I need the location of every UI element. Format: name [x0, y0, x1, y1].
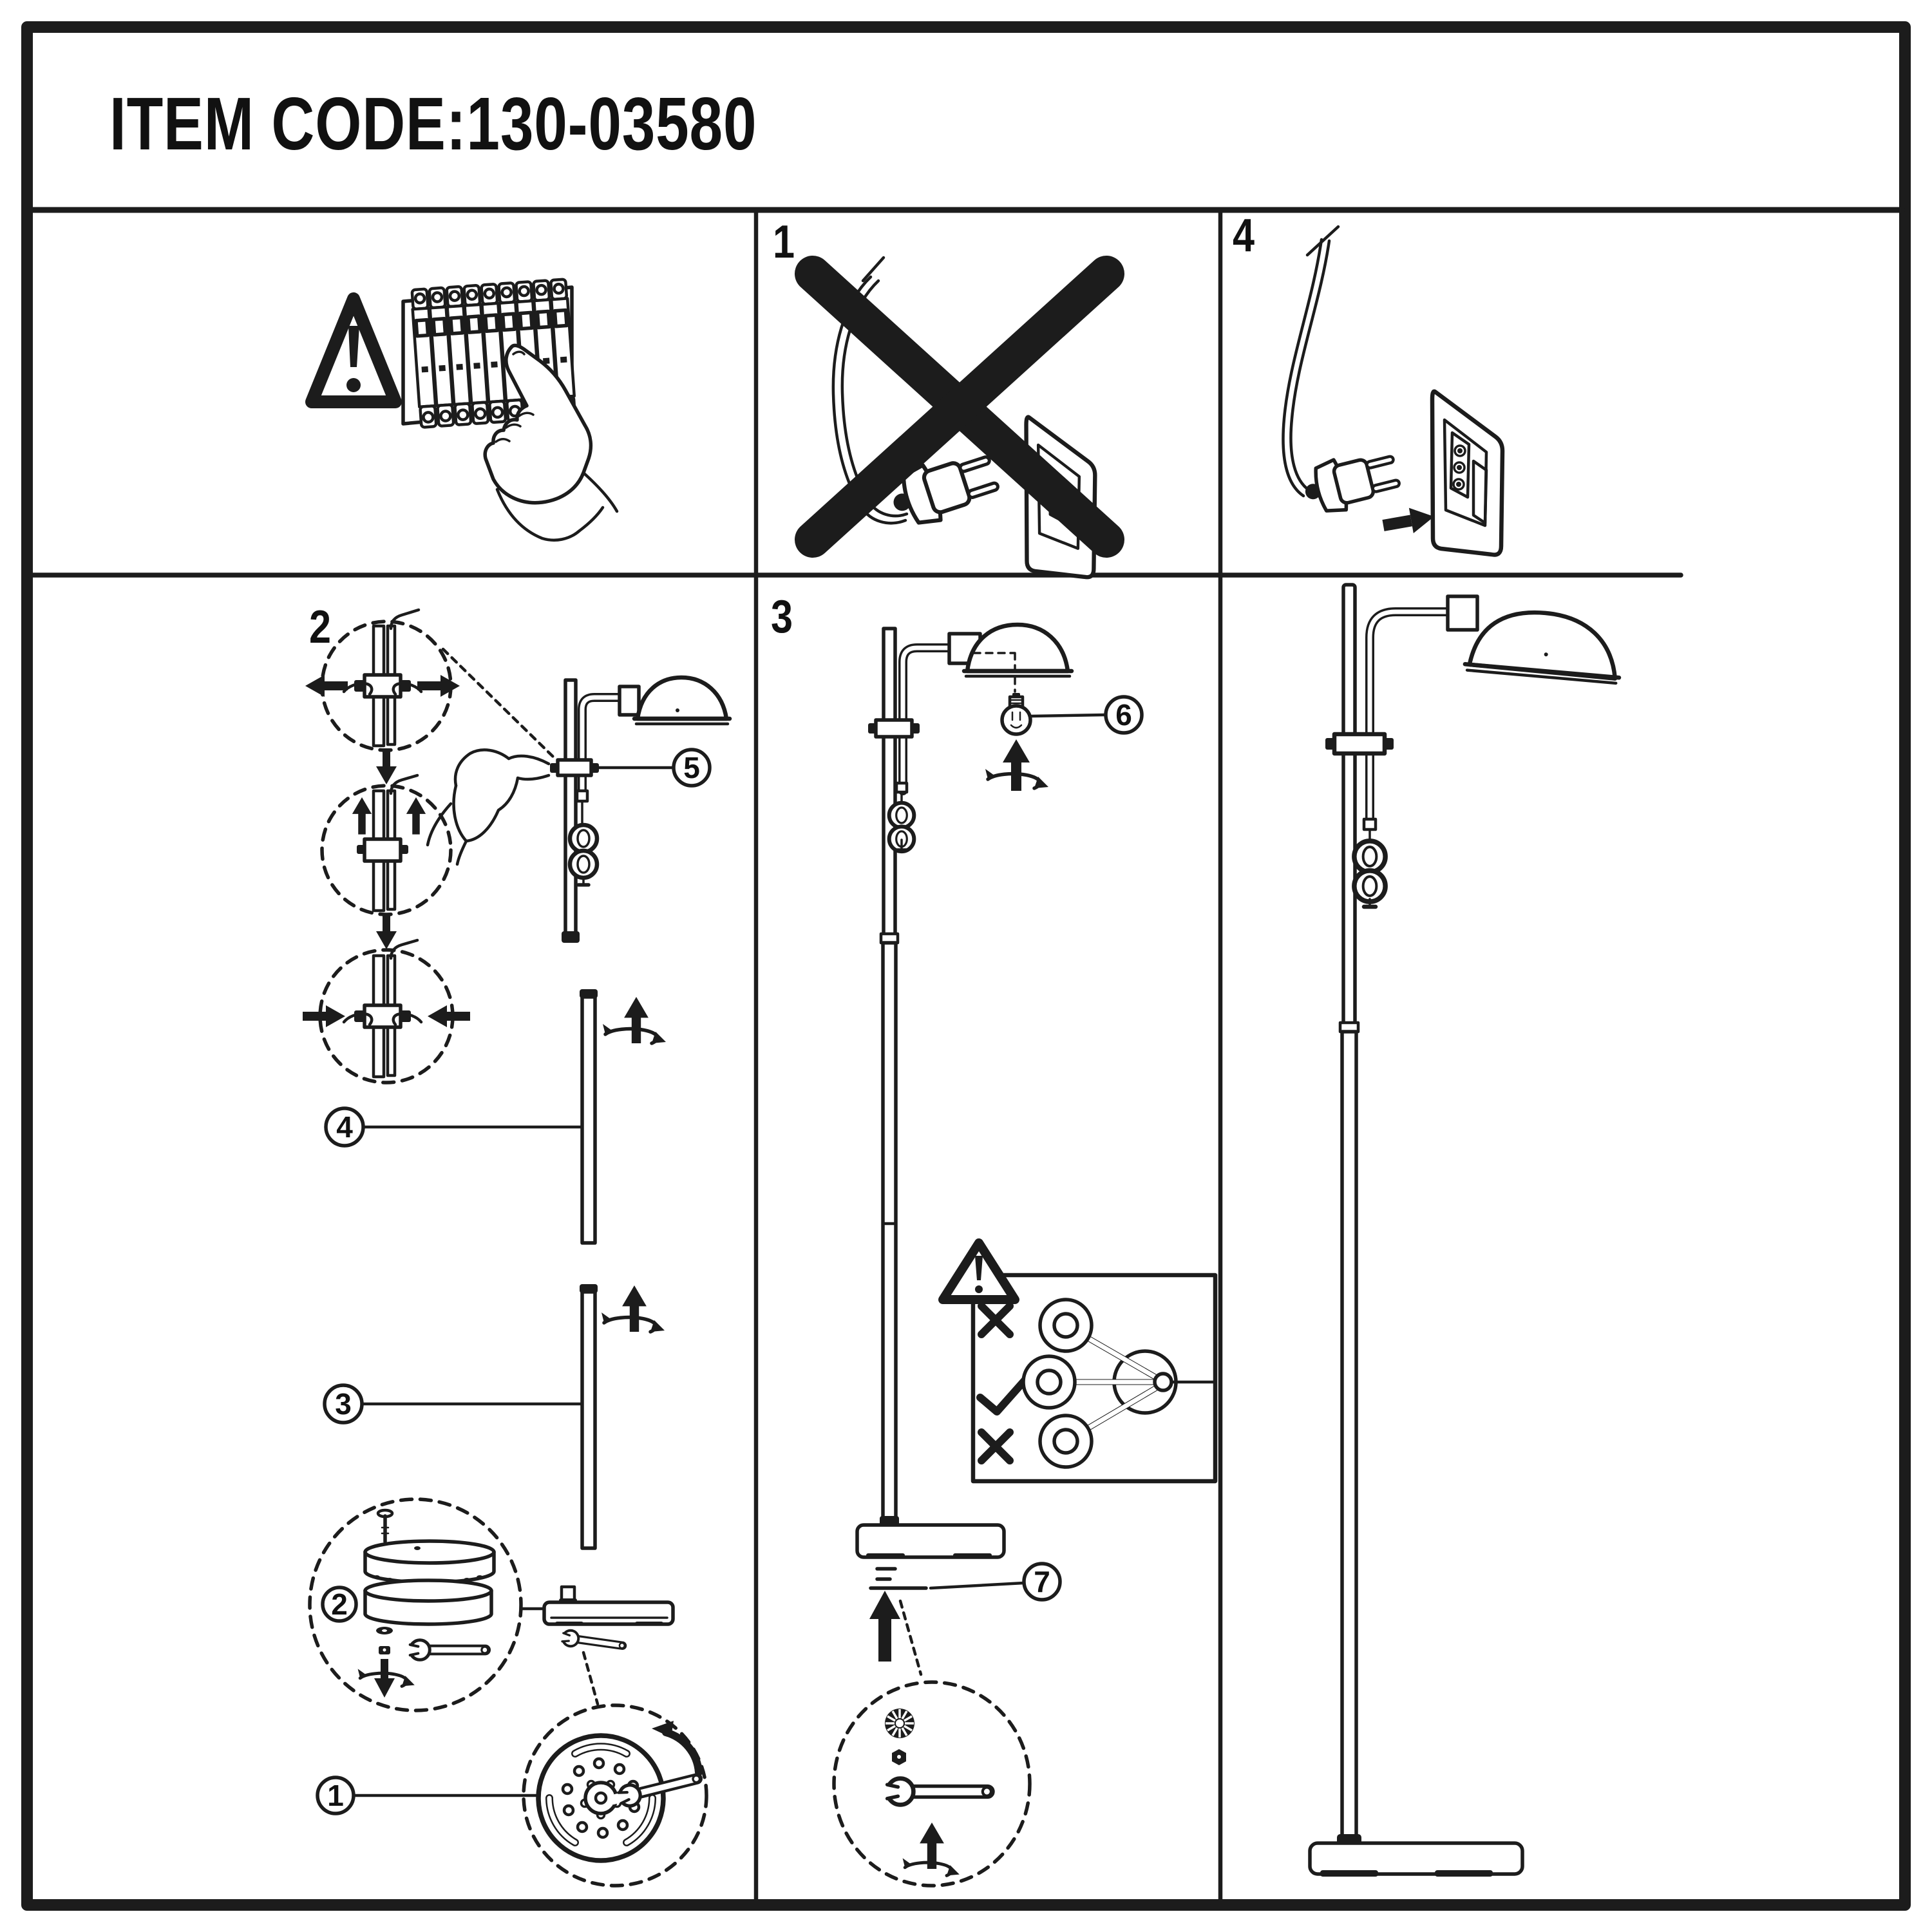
- panel-step4: 4: [1233, 210, 1505, 557]
- prohibited-x-mark: [795, 256, 1124, 558]
- assembled-lamp-illustration: [868, 622, 1074, 1522]
- x-mark-icon: [978, 1302, 1014, 1338]
- wrench-icon: [402, 1640, 489, 1660]
- base-hardware-detail: [832, 1680, 1032, 1888]
- part-callout-base-hardware: 7: [929, 1562, 1062, 1602]
- warning-triangle-icon: [938, 1238, 1019, 1304]
- part-callout-base-underside: 1: [316, 1776, 540, 1815]
- lower-pole-piece: [580, 1284, 665, 1550]
- panel-safety: [305, 279, 619, 542]
- detail-leader-line: [441, 647, 557, 761]
- part-callout-clamp: 5: [597, 748, 712, 788]
- base-exploded-detail: [308, 1497, 523, 1712]
- star-washer-icon: [885, 1709, 914, 1738]
- insert-arrow-icon: [1382, 507, 1434, 534]
- item-code-text: ITEM CODE:130-03580: [109, 82, 757, 166]
- plug-icon: [1300, 446, 1403, 518]
- pole-clamp: [1325, 732, 1394, 756]
- down-arrow-icon: [376, 913, 397, 949]
- wall-socket-icon: [1430, 389, 1505, 557]
- pole-clamp: [556, 758, 593, 777]
- adjusting-hand-icon: [426, 748, 551, 866]
- header: ITEM CODE:130-03580: [109, 82, 757, 166]
- down-arrow-icon: [374, 1659, 395, 1698]
- panel-step3: 3: [771, 591, 1218, 1888]
- up-arrow-icon: [869, 1591, 900, 1662]
- panel-step2: 2: [303, 601, 732, 1888]
- pole-clamp: [874, 718, 914, 739]
- rotate-arrow-icon: [662, 1728, 703, 1776]
- pointing-hand-icon: [483, 343, 619, 542]
- base-underside-detail: [522, 1703, 708, 1888]
- part-callout-upper-pole: 4: [324, 1106, 583, 1148]
- part-callout-bulb: 6: [1030, 695, 1144, 735]
- wrench-icon: [554, 1627, 629, 1656]
- clamp-tighten-detail: [303, 938, 470, 1084]
- mounting-slots: [545, 1743, 656, 1846]
- svg-text:2: 2: [331, 1587, 348, 1621]
- clamp-slide-detail: [320, 773, 453, 916]
- inline-switch: [1354, 817, 1385, 909]
- step-4-label: 4: [1233, 210, 1255, 261]
- lamp-base: [1308, 1834, 1524, 1877]
- svg-text:7: 7: [1034, 1565, 1050, 1598]
- svg-text:3: 3: [335, 1387, 352, 1421]
- down-arrow-icon: [376, 748, 397, 784]
- step-1-label: 1: [773, 216, 795, 268]
- lamp-shade: [1463, 610, 1622, 685]
- wrench-icon: [877, 1779, 993, 1805]
- base-side-view: [520, 1585, 675, 1706]
- middle-pole-piece: [580, 989, 666, 1245]
- step-3-label: 3: [771, 591, 793, 643]
- panel-final-lamp: [1308, 583, 1622, 1877]
- step-2-label: 2: [309, 601, 331, 653]
- cable-routing-warning: [938, 1238, 1218, 1484]
- part-callout-base: 2: [321, 1586, 358, 1623]
- svg-text:6: 6: [1115, 698, 1132, 732]
- x-mark-icon: [978, 1428, 1014, 1464]
- warning-triangle-icon: [305, 292, 402, 408]
- outer-border: [21, 21, 1911, 1911]
- lamp-upper-section: [550, 675, 732, 943]
- check-mark-icon: [976, 1373, 1032, 1416]
- page-frame: [21, 21, 1911, 1911]
- svg-text:4: 4: [336, 1110, 353, 1144]
- base-attachment: [855, 1516, 1006, 1676]
- bulb-detail: [972, 652, 1048, 791]
- svg-text:5: 5: [683, 751, 700, 784]
- svg-text:1: 1: [327, 1779, 344, 1812]
- part-callout-lower-pole: 3: [323, 1383, 583, 1425]
- cord-illustration: [1282, 225, 1340, 498]
- panel-step1: 1: [773, 216, 1124, 580]
